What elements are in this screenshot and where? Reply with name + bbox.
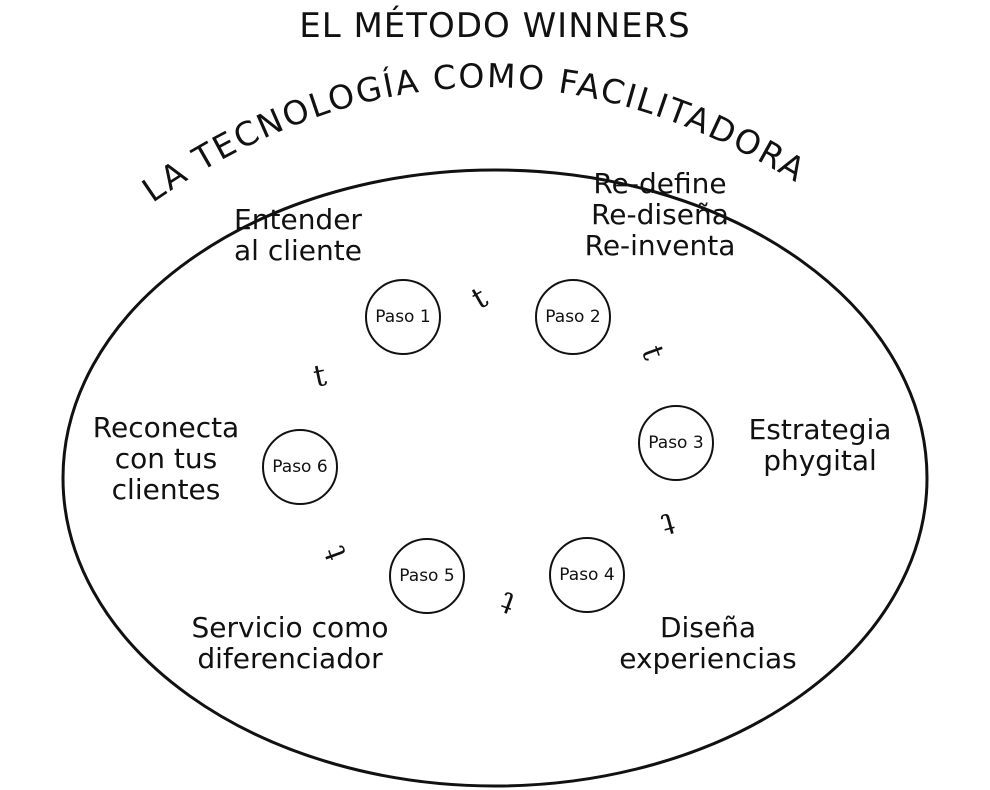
step-5-circle: Paso 5 xyxy=(389,538,465,614)
step-2-description: Re-define Re-diseña Re-inventa xyxy=(584,167,736,262)
step-3-label: Paso 3 xyxy=(648,433,704,453)
step-4-label: Paso 4 xyxy=(559,565,615,585)
step-4-description: Diseña experiencias xyxy=(619,611,797,675)
step-2-circle: Paso 2 xyxy=(535,279,611,355)
step-4-circle: Paso 4 xyxy=(549,537,625,613)
outer-ellipse xyxy=(61,168,929,788)
step-5-label: Paso 5 xyxy=(399,566,455,586)
step-5-description: Servicio como diferenciador xyxy=(191,611,389,675)
diagram-title: EL MÉTODO WINNERS xyxy=(299,6,691,46)
step-1-label: Paso 1 xyxy=(375,307,431,327)
step-3-circle: Paso 3 xyxy=(638,405,714,481)
step-3-description: Estrategia phygital xyxy=(748,413,892,477)
step-6-circle: Paso 6 xyxy=(262,429,338,505)
step-1-circle: Paso 1 xyxy=(365,279,441,355)
step-6-label: Paso 6 xyxy=(272,457,328,477)
step-6-description: Reconecta con tus clientes xyxy=(92,411,240,506)
step-1-description: Entender al cliente xyxy=(234,203,362,267)
step-2-label: Paso 2 xyxy=(545,307,601,327)
